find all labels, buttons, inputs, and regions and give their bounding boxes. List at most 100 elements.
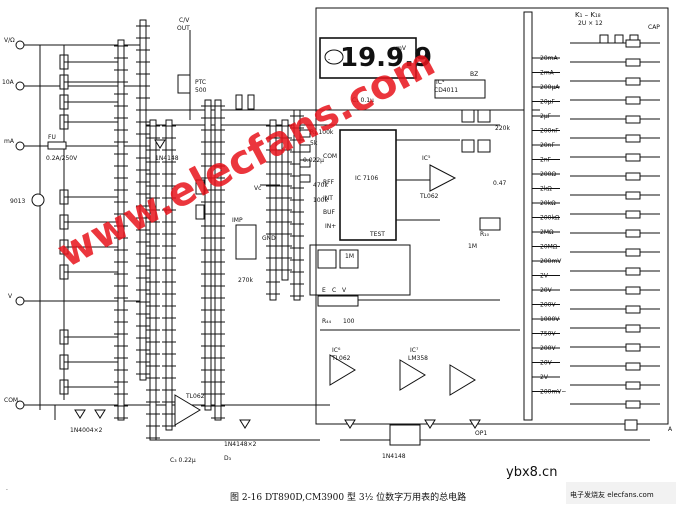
svg-text:TL062: TL062 [331,355,351,362]
svg-text:C₁ 0.1μ: C₁ 0.1μ [352,97,374,104]
svg-text:220k: 220k [495,125,510,132]
input-terminals: V/Ω 10A mA V COM [2,37,25,410]
svg-text:IN+: IN+ [325,223,336,230]
svg-text:GND: GND [262,235,276,242]
svg-text:D₃: D₃ [224,455,232,462]
svg-text:R₁ 100k: R₁ 100k [310,129,334,136]
svg-text:PTC: PTC [195,79,206,86]
svg-text:电子发烧友 elecfans.com: 电子发烧友 elecfans.com [570,490,654,499]
op-amp-ic5 [429,164,457,192]
svg-text:9013: 9013 [10,198,25,205]
range-labels: 20mA2mA200μA20μF2μF200nF20nF2nF200Ω2kΩ20… [532,55,566,396]
svg-text:COM: COM [4,397,18,404]
terminal-ma [15,141,25,151]
svg-text:1M: 1M [345,253,354,260]
switch-column [293,109,301,301]
socket-area: 1M E C V R₄₄ 100 [309,244,411,325]
svg-text:IC⁶: IC⁶ [332,347,341,354]
svg-text:5k: 5k [310,140,318,147]
svg-text:270k: 270k [238,277,253,284]
svg-text:C/V: C/V [179,17,190,24]
main-ic: IC 7106 TEST COM RFF INT BUF IN+ R₁ 100k… [299,97,460,241]
figure-caption: 图 2-16 DT890D,CM3900 型 3½ 位数字万用表的总电路 [230,491,466,503]
site-logo: 电子发烧友 elecfans.com [566,482,676,504]
svg-text:TL062: TL062 [185,393,205,400]
svg-text:1N4148: 1N4148 [382,453,406,460]
svg-text:1M: 1M [468,243,477,250]
svg-text:V/Ω: V/Ω [4,37,15,44]
svg-text:100k: 100k [313,197,328,204]
svg-text:BUF: BUF [323,209,336,216]
svg-text:CD4011: CD4011 [434,87,458,94]
switch-column [149,119,157,441]
svg-text:100: 100 [343,318,355,325]
svg-text:A: A [668,426,673,433]
center-components: PTC 500 C/V OUT 1N4148 IMP GND 270k Vc [154,17,280,284]
svg-text:10A: 10A [2,79,15,86]
svg-text:mA: mA [4,138,15,145]
switch-column [214,99,222,421]
switch-column [117,39,125,421]
svg-text:R₄₄: R₄₄ [322,318,332,325]
svg-text:COM: COM [323,153,337,160]
op-amp-tl062 [329,354,356,386]
svg-text:2U × 12: 2U × 12 [578,20,603,27]
svg-text:.: . [6,485,8,492]
bottom-opamps: IC⁶ TL062 IC⁷ LM358 1N4148 TL062 1N4148×… [170,347,487,464]
svg-text:BZ: BZ [470,71,478,78]
svg-text:CAP: CAP [648,24,660,31]
svg-text:C₃ 0.22μ: C₃ 0.22μ [170,457,196,464]
svg-text:TL062: TL062 [419,193,439,200]
svg-text:V: V [8,293,13,300]
transistor [31,193,45,207]
fuse [47,141,67,150]
ic-label: IC 7106 [355,175,378,182]
right-resistor-ladder [570,39,660,409]
svg-text:FU: FU [48,134,56,141]
ic-7106-body [339,129,397,241]
svg-text:1N4004×2: 1N4004×2 [70,427,103,434]
svg-text:R₁₀: R₁₀ [480,231,490,238]
svg-text:V: V [342,287,347,294]
lcd-reading: 19.9.9 [340,43,432,73]
switch-column [204,99,212,411]
svg-text:RFF: RFF [323,179,335,186]
range-switch-columns [114,19,304,441]
svg-text:OUT: OUT [177,25,190,32]
terminal-com [15,400,25,410]
site-label: ybx8.cn [506,465,557,480]
svg-text:1N4148: 1N4148 [155,155,179,162]
lcd-display: - 19.9.9 mV [319,37,432,79]
terminal-v-ohm [15,40,25,50]
buzzer [434,79,486,99]
svg-text:IMP: IMP [232,217,243,224]
svg-text:C: C [332,287,336,294]
svg-text:E: E [322,287,326,294]
svg-text:K₁ – K₁₈: K₁ – K₁₈ [575,11,601,19]
svg-text:-: - [328,56,330,63]
svg-text:0.022μ: 0.022μ [303,157,324,164]
op-amp-lm358 [399,359,426,391]
svg-text:INT: INT [323,195,333,202]
svg-text:OP1: OP1 [475,430,487,437]
switch-column [165,119,173,431]
buzzer-area: BZ IC⁴ CD4011 220k IC⁵ TL062 0.47 R₁₀ 1M [419,71,510,250]
svg-text:IC⁵: IC⁵ [422,155,431,162]
switch-column [281,119,289,281]
left-resistor-ladder: FU 0.2A/250V 9013 1N4004×2 [10,45,120,434]
svg-text:1N4148×2: 1N4148×2 [224,441,257,448]
terminal-v-mid [15,296,25,306]
ptc-thermistor [177,74,191,94]
svg-text:IC⁷: IC⁷ [410,347,419,354]
svg-text:IC⁴: IC⁴ [436,79,445,86]
svg-text:Vc: Vc [254,185,261,192]
svg-text:470k: 470k [313,182,328,189]
right-range-area: K₁ – K₁₈ 2U × 12 CAP 20mA2mA200μA20μF2μF… [523,11,673,433]
right-switch-bar [523,11,533,421]
lcd-units: mV [396,45,407,52]
svg-text:0.47: 0.47 [493,180,507,187]
switch-column [139,19,147,381]
svg-text:500: 500 [195,87,207,94]
